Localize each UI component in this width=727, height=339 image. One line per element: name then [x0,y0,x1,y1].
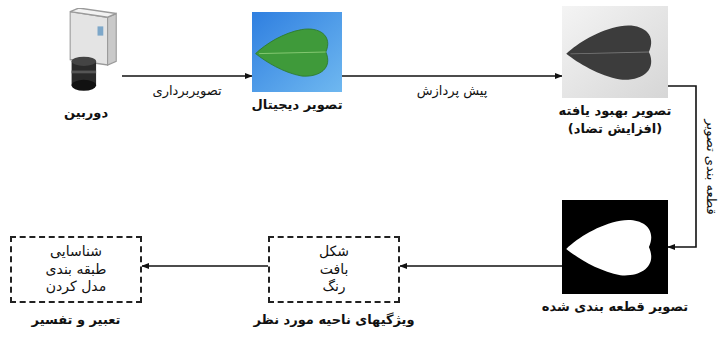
camera-picture [50,8,122,100]
box-text: شناسایی طبقه بندی مدل کردن [42,243,110,296]
node-caption: (افزایش تضاد) [559,120,672,138]
segmented-picture [562,200,668,294]
node-caption: تصویر بهبود یافته [559,102,672,120]
node-caption: تصویر قطعه بندی شده [542,298,688,316]
digital-picture [252,12,342,92]
flow-arrow [668,86,696,247]
node-caption: تصویر دیجیتال [251,96,342,114]
caption-group: دوربین [64,104,108,122]
caption-group: تصویر قطعه بندی شده [542,298,688,316]
flow-arrow [122,75,252,77]
node-caption: دوربین [64,104,108,122]
caption-group: ویژگیهای ناحیه مورد نظر [253,311,414,329]
caption-group: تصویر دیجیتال [251,96,342,114]
caption-group: تعبیر و تفسیر [32,311,121,329]
edge-label: تصویربرداری [150,83,223,98]
flow-arrow [342,75,562,77]
node-caption: تعبیر و تفسیر [32,311,121,329]
edge-label: قطعه بندی تصویر [704,117,719,216]
image-node: دوربین [50,8,122,100]
dashed-process-box: شناسایی طبقه بندی مدل کردنتعبیر و تفسیر [10,236,142,303]
node-caption: ویژگیهای ناحیه مورد نظر [253,311,414,329]
box-text: شکل بافت رنگ [311,243,357,296]
image-node: تصویر دیجیتال [252,12,342,92]
image-node: تصویر بهبود یافته(افزایش تضاد) [562,6,668,98]
edge-label: پیش پردازش [415,83,490,98]
flow-arrow [142,265,268,267]
caption-group: تصویر بهبود یافته(افزایش تضاد) [559,102,672,137]
dashed-process-box: شکل بافت رنگویژگیهای ناحیه مورد نظر [268,236,400,303]
enhanced-picture [562,6,668,98]
image-node: تصویر قطعه بندی شده [562,200,668,294]
flow-arrow [400,265,562,267]
